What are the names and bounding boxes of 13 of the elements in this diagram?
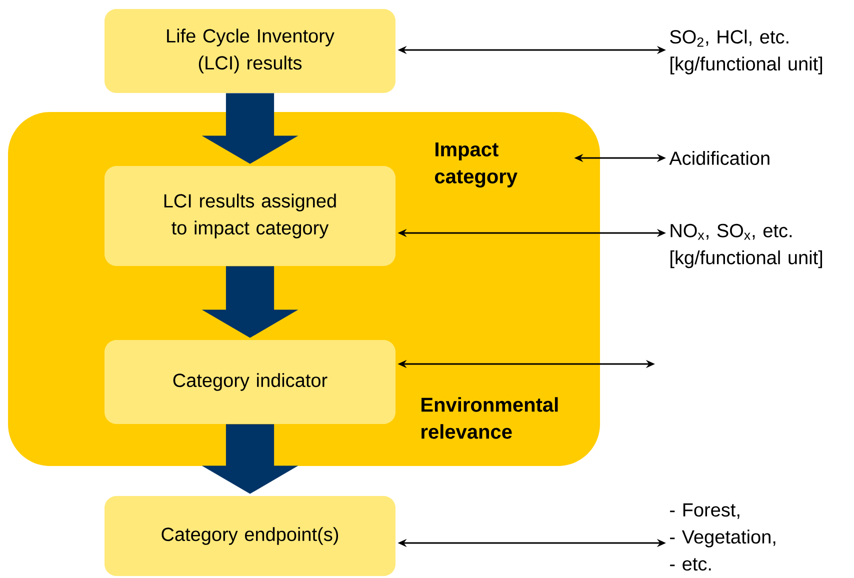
- process-box: LCI results assigned to impact category: [104, 166, 396, 266]
- process-box: Life Cycle Inventory (LCI) results: [104, 9, 396, 93]
- side-note: Acidification: [669, 151, 770, 165]
- side-note: SO$_{2}$, HCl, etc. [kg/functional unit]: [670, 30, 822, 74]
- side-note: - Forest, - Vegetation, - etc.: [670, 503, 776, 571]
- arrow: [202, 424, 298, 494]
- arrow: [202, 93, 298, 164]
- arrow: [202, 266, 298, 338]
- side-note: NO$_{x}$, SO$_{x}$, etc. [kg/functional unit]: [670, 224, 822, 268]
- process-box: Category endpoint(s): [104, 496, 396, 576]
- panel-heading: Environmental relevance: [422, 397, 558, 439]
- panel-heading: Impact category: [435, 142, 518, 188]
- process-box: Category indicator: [104, 340, 396, 424]
